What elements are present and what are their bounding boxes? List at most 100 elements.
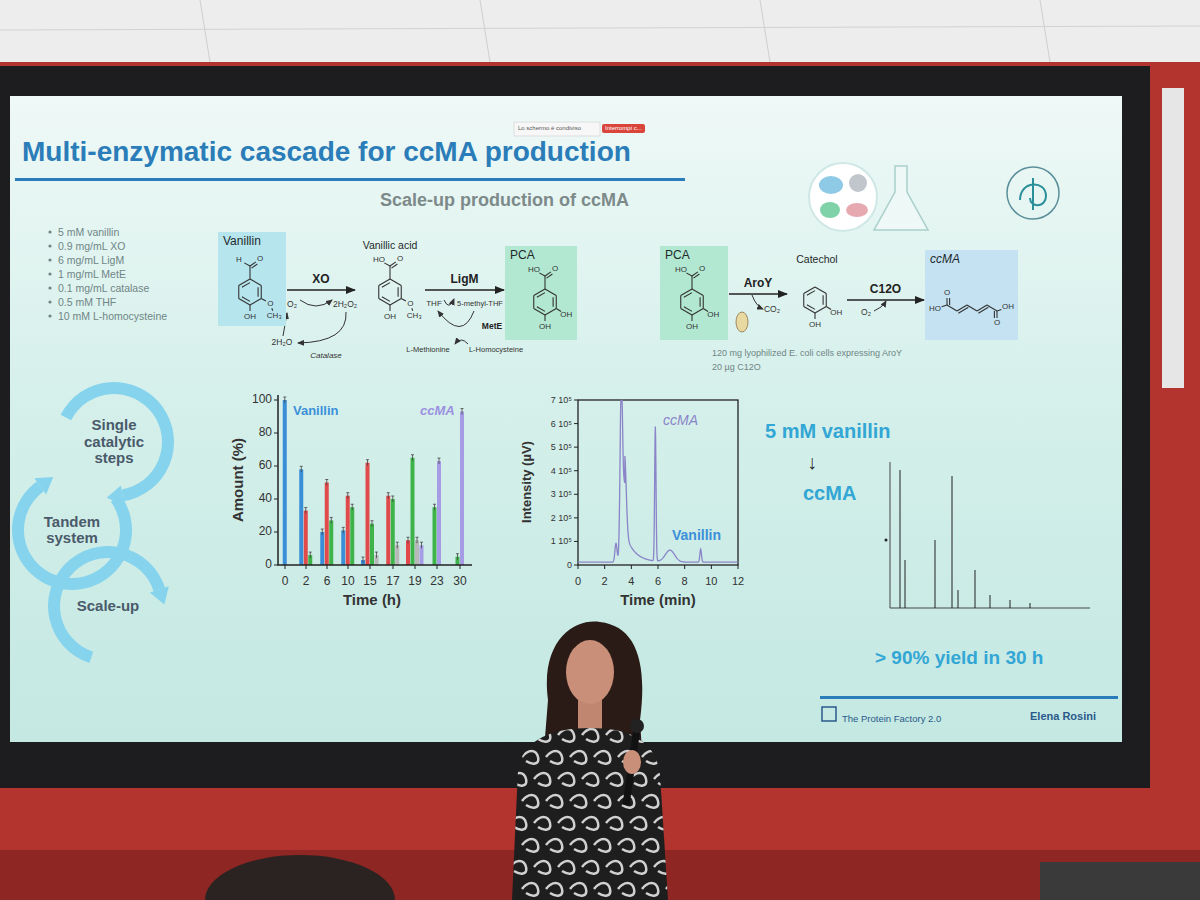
error-bar [309, 552, 312, 558]
compound-name: PCA [665, 249, 723, 263]
chemical-bond [681, 289, 692, 296]
dress-swirl [666, 883, 682, 896]
enzyme-name: AroY [744, 277, 773, 291]
cofactor-arrow [300, 300, 332, 306]
chemical-bond [958, 307, 968, 313]
chemical-bond [684, 293, 692, 298]
enzyme-name: XO [312, 273, 329, 287]
axis-tick [574, 400, 578, 401]
chemical-bond [957, 305, 967, 311]
bullet-dot [48, 286, 51, 289]
footer-logo-text: The Protein Factory 2.0 [842, 714, 941, 725]
cycle-label: Scale-up [69, 598, 147, 615]
data-bar [366, 463, 370, 565]
chemical-bond [537, 307, 545, 312]
svg-g [379, 262, 413, 311]
data-bar [350, 507, 354, 565]
cycle-text-holder: Single catalytic steps [50, 378, 178, 506]
tick-label: 100 [252, 393, 272, 407]
tick-label: 7 10⁵ [551, 395, 572, 405]
error-bar [371, 521, 374, 527]
chemical-bond [539, 273, 545, 276]
condition-bullet: 6 mg/mL LigM [58, 254, 124, 266]
dress-swirl [666, 751, 682, 764]
chemical-bond [949, 298, 950, 305]
enzyme-label: MetE [482, 322, 502, 332]
dress-swirl [594, 795, 610, 808]
spectrum-peak [905, 560, 906, 608]
chemical-bond [261, 286, 262, 299]
data-bar [411, 458, 415, 565]
axis-title: Time (h) [343, 591, 401, 608]
tick-label: 17 [386, 575, 399, 589]
dress-swirl [606, 729, 622, 742]
chemical-bond [987, 305, 997, 311]
tick-label: 60 [259, 459, 272, 473]
data-bar [406, 540, 410, 565]
dress-swirl [630, 817, 646, 830]
dress-swirl [570, 751, 586, 764]
axis-tick [738, 565, 739, 569]
tick-label: 40 [259, 492, 272, 506]
error-bar [321, 529, 324, 535]
error-bar [456, 554, 459, 560]
bacterium-cartoon [736, 312, 748, 332]
axis-tick [274, 433, 278, 434]
dress-swirl [570, 795, 586, 808]
tick-label: 10 [705, 575, 717, 588]
slide-title: Multi-enzymatic cascade for ccMA product… [22, 136, 631, 168]
footer-line [820, 696, 1118, 699]
chemical-bond [242, 283, 250, 288]
atom-label: CH₃ [407, 311, 422, 320]
wall [0, 62, 1200, 900]
error-bar [411, 455, 414, 461]
spectrum-peak [952, 476, 953, 608]
cofactor-label: L-Methionine [406, 346, 449, 355]
chemical-bond [250, 299, 261, 306]
title-underline [15, 178, 685, 181]
dress-swirl [558, 729, 574, 742]
chemical-bond [411, 308, 413, 311]
error-bar [391, 496, 394, 502]
chemical-bond [382, 283, 390, 288]
axis-title: Amount (%) [229, 438, 246, 522]
cycle-arrow: Single catalytic steps [50, 378, 178, 506]
error-bar [330, 517, 333, 523]
tick-label: 12 [732, 575, 744, 588]
yield-text: > 90% yield in 30 h [875, 647, 1043, 669]
axis-tick [574, 541, 578, 542]
axis-tick [578, 565, 579, 569]
chemical-bond [545, 289, 556, 296]
tick-label: 4 [628, 575, 634, 588]
tick-label: 3 10⁵ [551, 489, 572, 499]
svg-g [61, 382, 174, 505]
dress-swirl [606, 773, 622, 786]
chemical-bond [251, 264, 257, 268]
dress-swirl [546, 751, 562, 764]
spectrum-dot [885, 539, 888, 542]
dress-swirl [642, 795, 658, 808]
condition-bullet: 20 µg C12O [712, 362, 761, 372]
enzyme-name: LigM [451, 273, 479, 287]
ceiling [0, 0, 1200, 62]
chemical-bond [703, 296, 704, 309]
result-text: ccMA [803, 482, 856, 505]
chemical-bond [544, 276, 545, 289]
dress-swirl [582, 861, 598, 874]
tick-label: 80 [259, 426, 272, 440]
dress-swirl [642, 839, 658, 852]
axis-tick [370, 565, 371, 569]
cycle-arrowhead [34, 477, 53, 494]
cofactor-label: O₂ [861, 308, 871, 318]
dress-swirl [534, 729, 550, 742]
atom-label: O [407, 299, 413, 308]
chemical-bond [390, 279, 401, 286]
svg-g [681, 272, 708, 321]
atom-label: OH [686, 322, 698, 331]
chemical-bond [814, 313, 815, 319]
atom-label: O [699, 264, 705, 273]
tick-label: 2 [303, 575, 310, 589]
data-bar [437, 461, 441, 565]
